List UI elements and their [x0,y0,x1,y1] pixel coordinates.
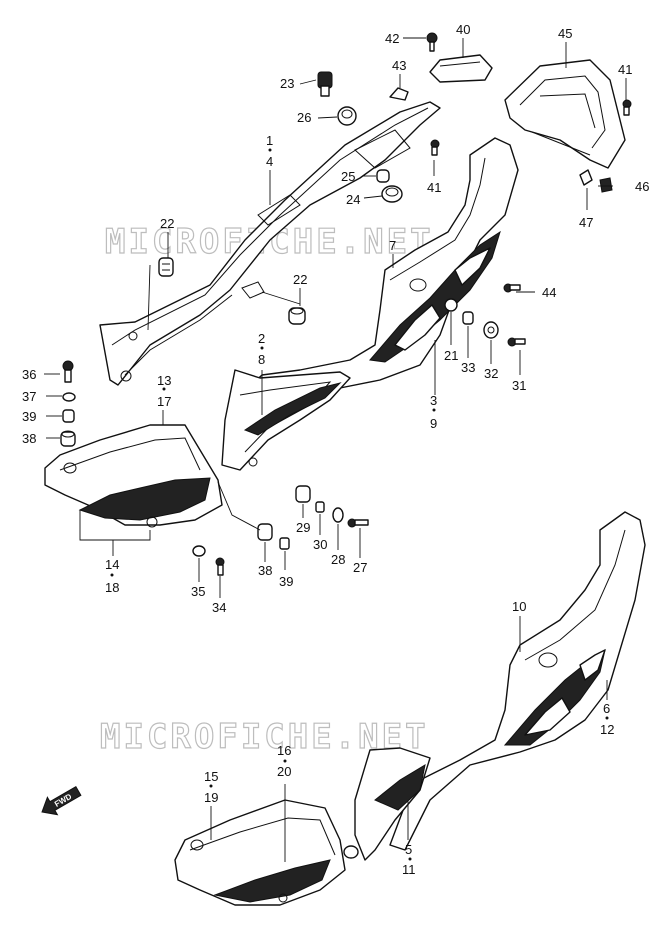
side-cover [221,369,351,471]
label-10: 10 [512,599,526,614]
screw-31 [507,337,526,347]
label-4: 4 [266,154,273,169]
label-42: 42 [385,31,399,46]
label-45: 45 [558,26,572,41]
cushion-22a [158,257,174,277]
label-6: 6 [603,701,610,716]
label-22-center: 22 [293,272,307,287]
front-cover [44,424,223,528]
washer-37 [62,392,76,402]
cover-40 [429,54,493,83]
cushion-38-a [60,430,76,447]
label-40: 40 [456,22,470,37]
collar-21 [444,298,458,312]
clip-43 [389,87,409,101]
label-39-left: 39 [22,409,36,424]
collar-33 [462,311,474,325]
forward-direction-arrow: FWD [41,785,82,816]
label-34: 34 [212,600,226,615]
front-cover-lower [174,799,359,906]
label-11: 11 [402,862,416,877]
label-17: 17 [157,394,171,409]
label-38-center: 38 [258,563,272,578]
leader-lines [44,37,627,862]
label-7: 7 [389,238,396,253]
label-25: 25 [341,169,355,184]
cushion-26 [337,106,357,126]
label-24: 24 [346,192,360,207]
label-46: 46 [635,179,649,194]
collar-39-a [62,409,75,423]
screw-27 [347,518,369,528]
collar-39-b [279,537,290,550]
label-20: 20 [277,764,291,779]
label-9: 9 [430,416,437,431]
label-35: 35 [191,584,205,599]
label-43: 43 [392,58,406,73]
label-15: 15 [204,769,218,784]
label-21: 21 [444,348,458,363]
bolt-23 [317,71,333,97]
cushion-38-b [257,523,273,541]
nut-47 [579,169,593,186]
label-41-top: 41 [618,62,632,77]
label-14: 14 [105,557,119,572]
label-33: 33 [461,360,475,375]
label-18: 18 [105,580,119,595]
screw-41-top [622,99,632,116]
label-41-mid: 41 [427,180,441,195]
label-27: 27 [353,560,367,575]
screw-34 [215,557,225,576]
label-23: 23 [280,76,294,91]
washer-32 [483,321,499,339]
label-31: 31 [512,378,526,393]
washer-28 [332,507,344,523]
label-separator-dots [110,148,609,861]
screw-44 [503,283,521,293]
screw-41-mid [430,139,440,156]
label-29: 29 [296,520,310,535]
label-36: 36 [22,367,36,382]
label-5: 5 [405,842,412,857]
label-44: 44 [542,285,556,300]
label-30: 30 [313,537,327,552]
frame-cover-lower [389,511,646,851]
label-38-left: 38 [22,431,36,446]
label-8: 8 [258,352,265,367]
screw-46 [599,177,613,193]
label-1: 1 [266,133,273,148]
label-22-left: 22 [160,216,174,231]
label-32: 32 [484,366,498,381]
label-47: 47 [579,215,593,230]
cushion-24 [381,185,403,203]
label-39-center: 39 [279,574,293,589]
seat-rail-frame [99,101,441,386]
label-19: 19 [204,790,218,805]
label-3: 3 [430,393,437,408]
label-26: 26 [297,110,311,125]
label-16: 16 [277,743,291,758]
label-37: 37 [22,389,36,404]
clip-22 [241,281,265,299]
label-28: 28 [331,552,345,567]
label-12: 12 [600,722,614,737]
cushion-22b [288,307,306,325]
part-number-labels: 42 40 45 43 41 23 26 1 4 41 25 46 24 47 … [22,22,649,877]
grab-rail-45 [504,59,626,169]
label-2: 2 [258,331,265,346]
cushion-29 [295,485,311,503]
collar-30 [315,501,325,513]
screw-36 [62,360,74,383]
side-cover-lower [354,747,431,861]
screw-42 [426,32,438,52]
washer-35 [192,545,206,557]
label-13: 13 [157,373,171,388]
grommet-25 [376,169,390,183]
